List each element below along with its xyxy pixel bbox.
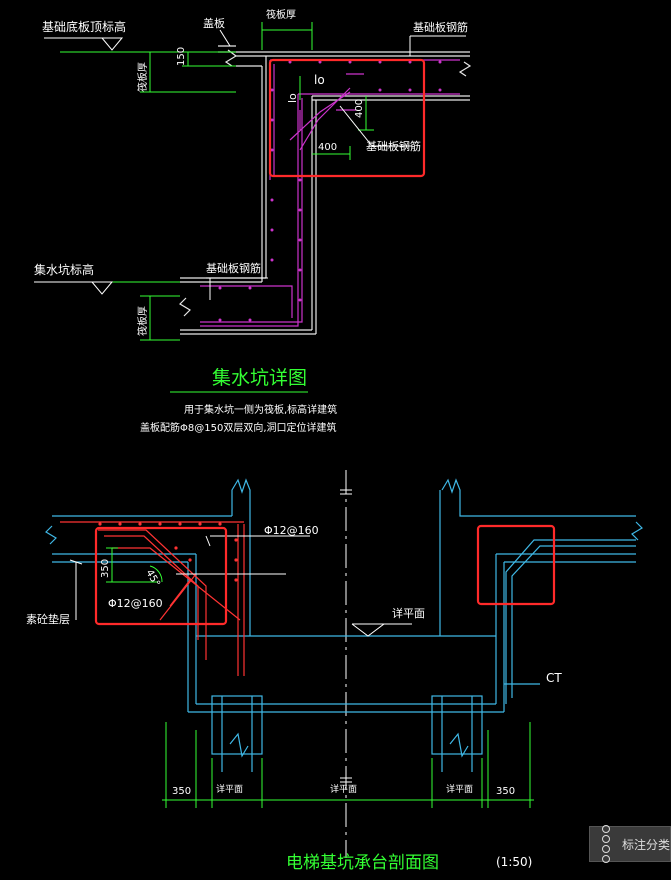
label-pit-elev: 集水坑标高 xyxy=(34,262,94,277)
bottom-leaders xyxy=(69,535,412,637)
dim-350-right: 350 xyxy=(496,786,515,797)
dim-350-v: 350 xyxy=(100,559,111,578)
label-thickness-top: 筏板厚 xyxy=(266,8,296,21)
top-detail: 基础底板顶标高 盖板 筏板厚 基础板钢筋 150 筏板厚 lo lo 400 4… xyxy=(34,8,472,434)
bottom-scale: (1:50) xyxy=(496,855,532,869)
label-slab-rebar-top: 基础板钢筋 xyxy=(413,20,468,34)
annotation-category-panel[interactable]: 标注分类 xyxy=(589,825,671,863)
label-slab-bottom: 基础底板顶标高 xyxy=(42,19,126,34)
dim-400-h: 400 xyxy=(318,142,337,153)
rebar-label-2: Φ12@160 xyxy=(108,597,163,610)
label-cover-plate: 盖板 xyxy=(203,16,225,30)
top-highlight-box xyxy=(268,58,426,178)
top-dimensions xyxy=(60,22,374,393)
label-ct: CT xyxy=(546,671,562,685)
bottom-concrete-outline xyxy=(45,478,643,772)
angle-45: 45° xyxy=(143,568,161,589)
bottom-title: 电梯基坑承台剖面图 xyxy=(286,853,439,873)
center-axis xyxy=(340,470,352,858)
top-rebar-dots xyxy=(218,60,442,322)
label-lo-1: lo xyxy=(314,73,325,87)
annotation-category-label: 标注分类 xyxy=(621,837,670,852)
top-leaders xyxy=(34,29,466,300)
dim-plan-left: 详平面 xyxy=(216,783,243,795)
bottom-dimensions xyxy=(106,547,534,808)
label-thickness-bottom: 筏板厚 xyxy=(136,306,149,336)
dim-150: 150 xyxy=(176,47,187,66)
category-grid-icon xyxy=(599,825,614,863)
rebar-label-1: Φ12@160 xyxy=(264,524,319,537)
label-slab-rebar-bottom: 基础板钢筋 xyxy=(206,261,261,275)
bottom-detail: Φ12@160 350 45° Φ12@160 素砼垫层 详平面 CT 350 … xyxy=(26,470,643,873)
dim-350-left: 350 xyxy=(172,786,191,797)
dim-400-v: 400 xyxy=(354,99,365,118)
top-concrete-outline xyxy=(179,45,472,335)
bottom-rebar-dots xyxy=(98,522,238,582)
label-thickness-left: 筏板厚 xyxy=(136,62,149,92)
bottom-left-highlight-box xyxy=(94,526,228,626)
label-cushion: 素砼垫层 xyxy=(26,612,70,626)
top-title: 集水坑详图 xyxy=(212,367,307,389)
top-note-line2: 盖板配筋Φ8@150双层双向,洞口定位详建筑 xyxy=(140,421,337,434)
dim-plan-right: 详平面 xyxy=(446,783,473,795)
label-lo-2: lo xyxy=(286,93,299,103)
bottom-right-highlight-box xyxy=(476,524,556,606)
top-note-line1: 用于集水坑一侧为筏板,标高详建筑 xyxy=(184,403,337,416)
label-slab-rebar-mid: 基础板钢筋 xyxy=(366,139,421,153)
dim-plan-mid: 详平面 xyxy=(330,783,357,795)
label-see-plan: 详平面 xyxy=(392,606,425,620)
